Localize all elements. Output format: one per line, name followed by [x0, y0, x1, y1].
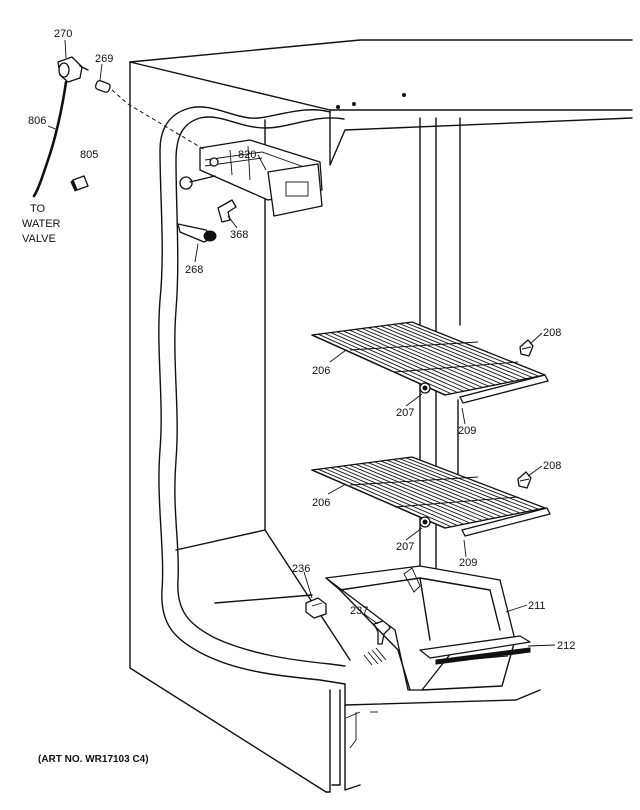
water-tube-806 [32, 80, 68, 198]
storage-bin-211 [325, 565, 516, 691]
label-237: 237 [350, 605, 368, 617]
shelf-support-lower [419, 516, 431, 528]
water-tube-insert-269 [94, 80, 129, 105]
shelf-wire [393, 459, 527, 513]
shelf-wire [386, 459, 521, 514]
shelf-clip-lower [517, 471, 532, 489]
shelf-wire [386, 324, 521, 381]
shelf-wire [374, 461, 508, 516]
label-269: 269 [95, 53, 113, 65]
shelf-wire [324, 467, 458, 526]
shelf-wire [330, 467, 464, 525]
shelf-trim-upper [459, 374, 549, 404]
note-line-valve: VALVE [22, 233, 56, 245]
shelf-wire [349, 329, 483, 388]
water-line-fitting-270 [57, 56, 89, 83]
label-806: 806 [28, 115, 46, 127]
shelf-wire [318, 333, 452, 395]
shelf-wire [380, 460, 514, 515]
shelf-wire [380, 325, 514, 382]
art-number: (ART NO. WR17103 C4) [38, 754, 149, 765]
shelf-wire [361, 463, 496, 519]
label-212: 212 [557, 640, 575, 652]
icemaker-820 [127, 103, 323, 217]
bracket-368 [217, 199, 237, 223]
label-368: 368 [230, 229, 248, 241]
label-270: 270 [54, 28, 72, 40]
floor-hatch [363, 647, 387, 666]
label-207-lower: 207 [396, 541, 414, 553]
leader-lines [47, 39, 556, 647]
bin-support-236 [305, 597, 327, 619]
shelf-wire [318, 468, 452, 528]
shelf-wire [405, 322, 539, 377]
part-labels: 270 269 806 805 820 368 268 206 206 207 … [28, 28, 575, 652]
label-206-upper: 206 [312, 365, 330, 377]
cabinet-outer-shell [129, 39, 633, 793]
shelf-wire [368, 327, 502, 385]
shelf-wire [330, 332, 464, 392]
label-820: 820 [238, 149, 256, 161]
label-209-upper: 209 [458, 425, 476, 437]
shelf-support-upper [419, 382, 431, 394]
shelf-wire [336, 466, 471, 524]
water-valve-note: TO WATER VALVE [22, 203, 61, 245]
shutoff-arm-268 [177, 223, 217, 243]
label-208-upper: 208 [543, 327, 561, 339]
shelf-wire [355, 463, 489, 520]
top-vent-holes [336, 93, 406, 109]
shelf-wire [399, 323, 533, 378]
label-206-lower: 206 [312, 497, 330, 509]
note-line-water: WATER [22, 218, 61, 230]
label-211: 211 [528, 600, 546, 612]
shelf-wire [349, 464, 483, 521]
note-line-to: TO [30, 203, 46, 215]
label-805: 805 [80, 149, 98, 161]
shelf-wire [361, 328, 496, 386]
label-268: 268 [185, 264, 203, 276]
label-207-upper: 207 [396, 407, 414, 419]
label-209-lower: 209 [459, 557, 477, 569]
label-208-lower: 208 [543, 460, 561, 472]
shelf-wire [374, 326, 508, 383]
label-236: 236 [292, 563, 310, 575]
shelf-wire [393, 324, 527, 380]
shelf-upper-wires [318, 322, 539, 395]
shelf-wire [324, 332, 458, 393]
shelf-wire [343, 330, 477, 390]
shelf-wire [355, 328, 489, 387]
shelf-wire [336, 331, 471, 391]
shelf-wire [399, 458, 533, 511]
shelf-lower-wires [318, 457, 539, 528]
clip-805 [70, 175, 89, 192]
shelf-wire [343, 465, 477, 523]
bin-trim-212 [419, 635, 531, 665]
shelf-trim-lower [461, 507, 551, 537]
shelf-wire [368, 462, 502, 518]
shelf-clip-upper [519, 339, 534, 357]
shelf-wire [405, 457, 539, 510]
